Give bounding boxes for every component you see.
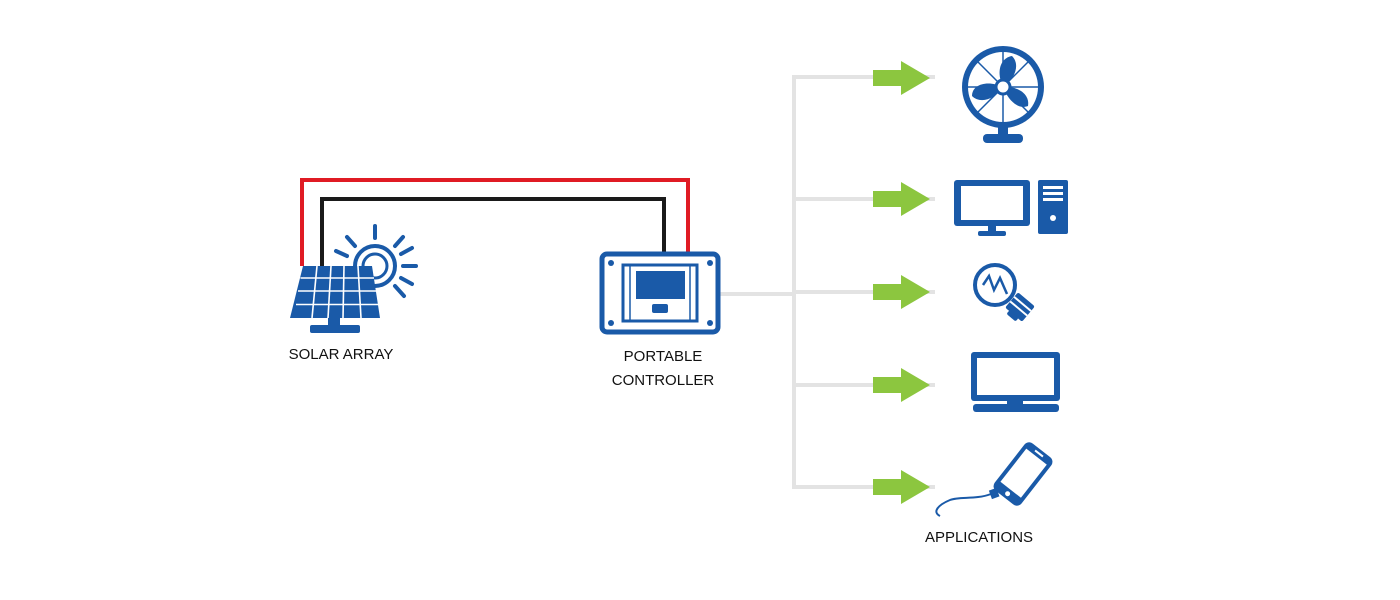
solar-array-label: SOLAR ARRAY xyxy=(289,346,394,363)
dc-wires xyxy=(300,178,690,266)
smartphone-icon xyxy=(935,442,1053,517)
applications-label: APPLICATIONS xyxy=(925,529,1033,546)
output-arrows xyxy=(873,61,930,504)
charge-controller-icon xyxy=(599,251,721,335)
arrow-computer-icon xyxy=(873,182,930,216)
controller-label-line2: CONTROLLER xyxy=(612,372,715,389)
arrow-phone-icon xyxy=(873,470,930,504)
light-bulb-icon xyxy=(973,263,1035,321)
positive-wire-red xyxy=(300,178,690,266)
desktop-computer-icon xyxy=(954,180,1068,236)
arrow-bulb-icon xyxy=(873,275,930,309)
negative-wire-black xyxy=(320,197,666,266)
output-branches xyxy=(720,75,935,489)
arrow-monitor-icon xyxy=(873,368,930,402)
arrow-fan-icon xyxy=(873,61,930,95)
monitor-icon xyxy=(971,352,1060,412)
fan-icon xyxy=(962,46,1044,143)
charging-cable xyxy=(935,493,992,517)
solar-panel-icon xyxy=(290,224,418,333)
controller-label-line1: PORTABLE xyxy=(624,348,703,365)
